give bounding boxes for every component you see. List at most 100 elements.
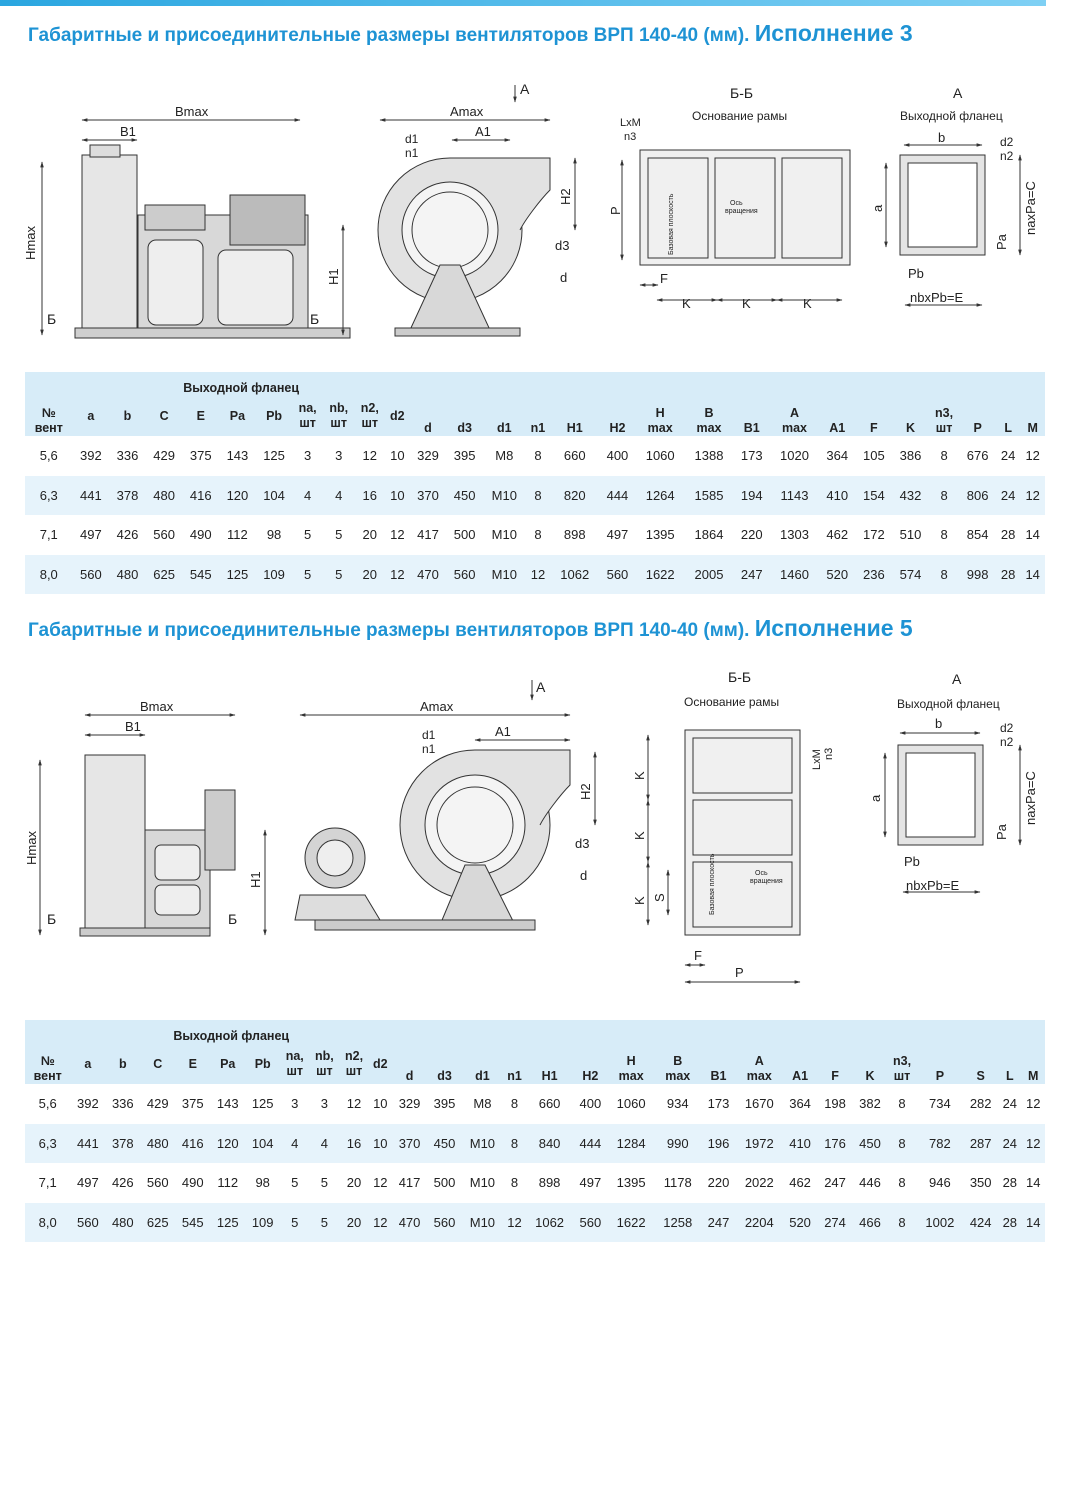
table-cell: 12 (525, 554, 551, 594)
table-cell: 104 (245, 1123, 281, 1163)
section2-title-main: Габаритные и присоединительные размеры в… (28, 620, 750, 641)
flange-view-3 (884, 143, 1022, 307)
table-cell: 480 (109, 554, 146, 594)
table-cell: 898 (526, 1163, 573, 1203)
column-header-line1: A1 (792, 1069, 809, 1083)
table-cell: 5,6 (25, 436, 73, 476)
table-cell: 424 (963, 1202, 999, 1242)
table-cell: 3 (309, 1084, 340, 1124)
label2-hmax: Hmax (24, 831, 39, 865)
column-header-line1: n1 (507, 1069, 522, 1083)
label2-d3: d3 (575, 836, 589, 851)
table-cell: 8 (928, 554, 960, 594)
table-cell: 1388 (684, 436, 734, 476)
table-cell: 8 (525, 436, 551, 476)
table-cell: 20 (354, 515, 386, 555)
column-header: d (409, 372, 447, 436)
column-header: nb,шт (322, 396, 355, 436)
table-cell: 441 (70, 1123, 106, 1163)
label2-b1: B1 (125, 719, 141, 734)
column-header-line1: A1 (829, 421, 846, 435)
table-cell: 416 (182, 475, 220, 515)
table-cell: 378 (105, 1123, 141, 1163)
table-cell: 16 (354, 475, 386, 515)
section1-drawings: Bmax B1 Hmax H1 Б Б Amax A1 A d1 n1 H2 d… (23, 81, 1038, 339)
table-cell: 8,0 (25, 1202, 71, 1242)
table-cell: 1303 (770, 515, 819, 555)
table-cell: 14 (1020, 554, 1045, 594)
table-cell: 5,6 (25, 1084, 71, 1124)
table-cell: 6,3 (25, 1123, 71, 1163)
column-header: B1 (733, 372, 771, 436)
table-cell: 220 (733, 515, 771, 555)
column-header: d1 (482, 372, 526, 436)
table-cell: 247 (817, 1163, 853, 1203)
column-header-line2: max (696, 421, 722, 435)
table-cell: 14 (1020, 515, 1045, 555)
column-header-line1: n3, (935, 406, 954, 420)
table-cell: 1020 (770, 436, 819, 476)
column-header-line1: B (673, 1054, 683, 1068)
column-header-line1: F (831, 1069, 839, 1083)
table-cell: 1178 (654, 1163, 702, 1203)
column-header-line1: H1 (541, 1069, 558, 1083)
table-cell: 28 (995, 554, 1021, 594)
column-header: n2,шт (339, 1044, 369, 1084)
column-header: a (70, 1044, 106, 1084)
table-cell: 220 (701, 1163, 736, 1203)
column-header-line1: a (84, 1056, 92, 1071)
table-cell: 2022 (736, 1163, 783, 1203)
column-header: F (817, 1020, 853, 1084)
label-d3: d3 (555, 238, 569, 253)
column-header-line1: № (40, 1054, 55, 1068)
label2-nbxpb: nbxPb=E (906, 878, 959, 893)
table-cell: 14 (1021, 1202, 1045, 1242)
column-header-line1: Pb (266, 408, 283, 423)
label-n2: n2 (1000, 149, 1014, 163)
column-header-line1: E (188, 1056, 197, 1071)
column-header-line1: H (655, 406, 665, 420)
column-header: E (182, 396, 220, 436)
label-d1: d1 (405, 132, 419, 146)
label-p: P (608, 206, 623, 215)
group-header-flange: Выходной фланец (70, 1020, 393, 1044)
table-cell: 806 (959, 475, 996, 515)
table-cell: 898 (550, 515, 600, 555)
column-header: b (105, 1044, 141, 1084)
table-cell: 1062 (526, 1202, 573, 1242)
label2-k2: K (632, 831, 647, 840)
table-cell: 560 (70, 1202, 106, 1242)
column-header-line1: P (973, 421, 982, 435)
table-cell: 8 (502, 1163, 527, 1203)
label2-pa: Pa (994, 823, 1009, 840)
table-cell: 143 (219, 436, 256, 476)
column-header: E (175, 1044, 211, 1084)
table-cell: 400 (599, 436, 636, 476)
column-header-line1: d3 (457, 421, 472, 435)
table-cell: 8 (928, 515, 960, 555)
label-b-left: Б (47, 311, 56, 327)
frame-view-5 (646, 729, 801, 984)
table-cell: 198 (817, 1084, 853, 1124)
table-cell: 497 (70, 1163, 106, 1203)
column-header: nb,шт (309, 1044, 340, 1084)
label2-base-plane: Базовая плоскость (709, 853, 716, 915)
table-cell: 98 (245, 1163, 281, 1203)
column-header: n2,шт (354, 396, 386, 436)
table-cell: 1622 (607, 1202, 655, 1242)
table-cell: 143 (210, 1084, 246, 1124)
label-h1: H1 (326, 268, 341, 285)
label-h2: H2 (558, 188, 573, 205)
label2-n2: n2 (1000, 735, 1014, 749)
table-cell: 194 (733, 475, 771, 515)
table-cell: 10 (385, 475, 410, 515)
table-cell: 1258 (654, 1202, 702, 1242)
table-cell: 10 (368, 1084, 393, 1124)
label2-n1: n1 (422, 742, 436, 756)
column-header-line2: max (647, 421, 673, 435)
